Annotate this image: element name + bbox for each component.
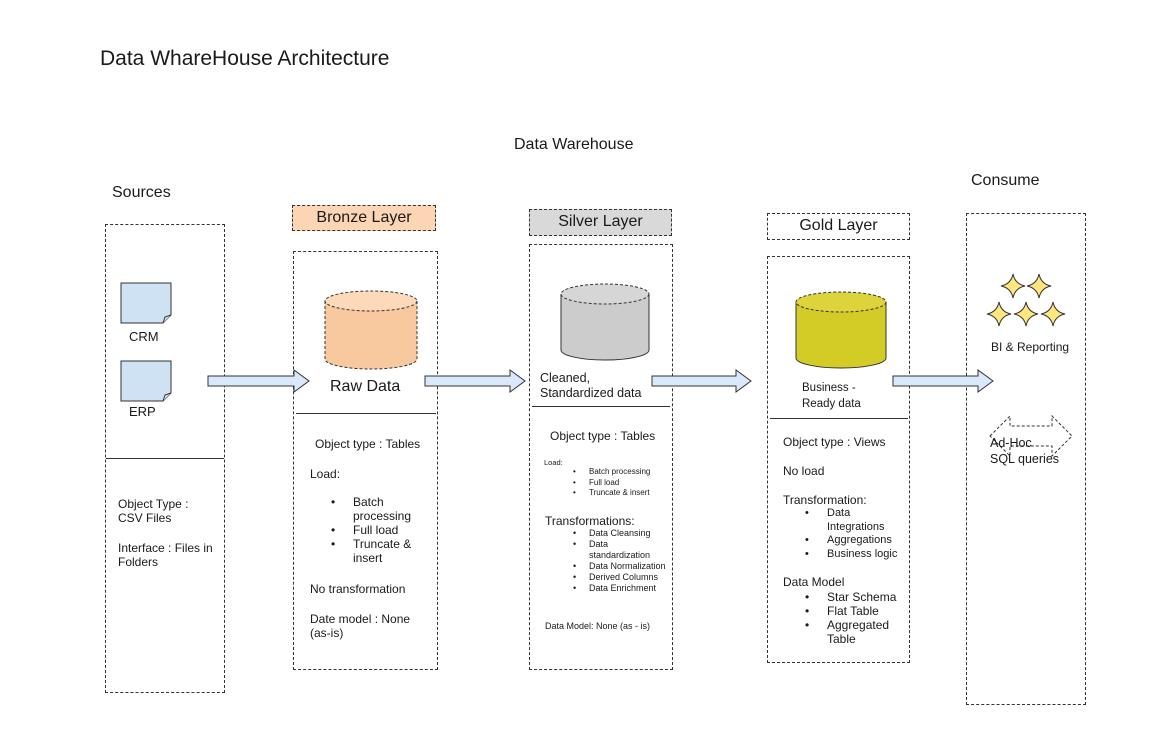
silver-transform-item: Data Enrichment (573, 583, 669, 594)
crm-label: CRM (129, 329, 159, 344)
silver-object-type: Object type : Tables (550, 429, 656, 443)
consume-header: Consume (971, 172, 1040, 189)
silver-db-caption-1: Cleaned, (540, 371, 591, 385)
bronze-box: Raw Data Object type : Tables Load: Batc… (293, 251, 438, 670)
gold-object-type: Object type : Views (783, 435, 886, 449)
gold-divider (770, 418, 908, 419)
page-title: Data WhareHouse Architecture (100, 47, 390, 70)
silver-data-model: Data Model: None (as - is) (545, 621, 651, 631)
silver-transform-label: Transformations: (545, 514, 635, 528)
gold-layer-label: Gold Layer (767, 213, 910, 240)
gold-database-icon (795, 291, 887, 369)
bronze-data-model: Date model : None (as-is) (310, 612, 411, 640)
gold-model-list: Star Schema Flat Table Aggregated Table (805, 590, 907, 646)
gold-model-label: Data Model (783, 575, 845, 589)
bi-reporting-label: BI & Reporting (991, 340, 1070, 354)
sources-object-type: Object Type : CSV Files (118, 497, 189, 525)
gold-model-item: Aggregated Table (805, 618, 907, 646)
erp-file-icon (120, 360, 172, 402)
silver-transform-item: Data standardization (573, 539, 669, 561)
bronze-database-icon (324, 290, 418, 370)
gold-transform-item: Business logic (805, 548, 907, 562)
bronze-load-list: Batch processing Full load Truncate & in… (331, 495, 423, 565)
arrow-silver-to-gold (651, 369, 752, 393)
sources-box: CRM ERP Object Type : CSV Files Interfac… (105, 224, 225, 693)
bronze-object-type: Object type : Tables (315, 437, 421, 451)
gold-transform-list: Data Integrations Aggregations Business … (805, 507, 907, 562)
bronze-load-item: Full load (331, 523, 423, 537)
sources-divider (106, 458, 224, 459)
silver-box: Cleaned, Standardized data Object type :… (529, 244, 673, 670)
gold-box: Business - Ready data Object type : View… (767, 256, 910, 663)
arrow-gold-to-consume (892, 369, 994, 393)
bronze-load-label: Load: (310, 467, 341, 481)
arrow-sources-to-bronze (207, 369, 310, 393)
bronze-layer-label: Bronze Layer (292, 205, 436, 231)
bronze-db-caption: Raw Data (330, 378, 401, 395)
silver-load-label: Load: (544, 458, 563, 467)
adhoc-label-2: SQL queries (990, 452, 1060, 466)
silver-transform-item: Data Normalization (573, 561, 669, 572)
sources-header: Sources (112, 184, 171, 201)
gold-transform-item: Data Integrations (805, 507, 907, 534)
gold-transform-item: Aggregations (805, 534, 907, 548)
adhoc-sql-arrow-icon (989, 414, 1073, 458)
bronze-divider (296, 413, 436, 414)
adhoc-label-1: Ad-Hoc (990, 436, 1032, 450)
gold-load: No load (783, 464, 825, 478)
bronze-load-item: Batch processing (331, 495, 423, 523)
silver-load-item: Full load (573, 478, 669, 489)
silver-database-icon (560, 283, 650, 361)
gold-transform-label: Transformation: (783, 493, 867, 507)
silver-db-caption-2: Standardized data (540, 386, 642, 400)
gold-model-item: Star Schema (805, 590, 907, 604)
silver-divider (532, 406, 670, 407)
crm-file-icon (120, 282, 172, 324)
sources-interface: Interface : Files in Folders (118, 541, 213, 569)
consume-box: BI & Reporting Ad-Hoc SQL queries (966, 213, 1086, 705)
erp-label: ERP (129, 404, 156, 419)
silver-transform-list: Data Cleansing Data standardization Data… (573, 528, 669, 594)
warehouse-label: Data Warehouse (514, 136, 634, 153)
silver-load-list: Batch processing Full load Truncate & in… (573, 467, 669, 499)
silver-transform-item: Data Cleansing (573, 528, 669, 539)
bronze-transformation: No transformation (310, 582, 406, 596)
silver-layer-label: Silver Layer (529, 209, 672, 236)
arrow-bronze-to-silver (424, 369, 526, 393)
silver-load-item: Truncate & insert (573, 488, 669, 499)
bronze-load-item: Truncate & insert (331, 537, 423, 565)
silver-transform-item: Derived Columns (573, 572, 669, 583)
gold-model-item: Flat Table (805, 604, 907, 618)
gold-db-caption-2: Ready data (802, 398, 861, 410)
gold-db-caption-1: Business - (802, 382, 856, 394)
silver-load-item: Batch processing (573, 467, 669, 478)
